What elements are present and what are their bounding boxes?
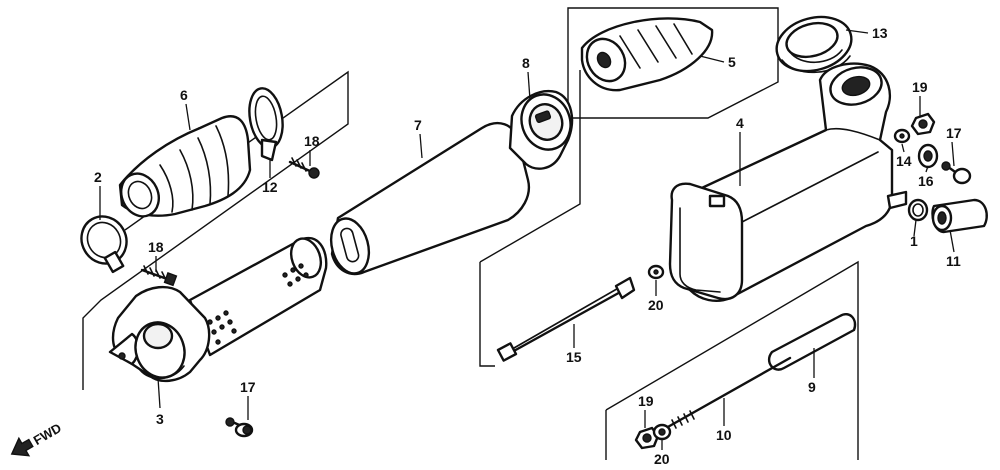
- callout-13: 13: [872, 25, 888, 41]
- callout-20-lower: 20: [654, 451, 670, 467]
- intake-boot-6: [118, 115, 252, 218]
- callout-1: 1: [910, 233, 918, 249]
- callout-3: 3: [156, 411, 164, 427]
- callout-12: 12: [262, 179, 278, 195]
- callout-16: 16: [918, 173, 934, 189]
- seal-ring-13: [775, 15, 853, 74]
- callout-8: 8: [522, 55, 530, 71]
- clamp-12: [248, 87, 284, 162]
- washer-20-lower: [652, 423, 672, 441]
- air-cleaner-case-4: [668, 62, 908, 302]
- nut-19-lower: [634, 426, 660, 450]
- filter-element-7: [329, 121, 531, 276]
- callout-17-left: 17: [240, 379, 256, 395]
- callout-2: 2: [94, 169, 102, 185]
- callout-14: 14: [896, 153, 912, 169]
- bolt-17-right: [941, 161, 972, 185]
- callout-6: 6: [180, 87, 188, 103]
- filter-cap-8: [508, 89, 574, 170]
- nut-19-upper: [910, 112, 936, 136]
- callout-9: 9: [808, 379, 816, 395]
- frame-part-5: [567, 7, 779, 119]
- case-cover-3: [108, 236, 328, 383]
- callout-20-middle: 20: [648, 297, 664, 313]
- intake-grid-5: [580, 17, 714, 92]
- washer-20-middle: [647, 264, 665, 280]
- callout-4: 4: [736, 115, 744, 131]
- clamp-band-2: [80, 215, 128, 274]
- grommet-16: [917, 143, 939, 169]
- callout-7: 7: [414, 117, 422, 133]
- washer-14: [893, 128, 911, 144]
- stud-10: [664, 356, 792, 430]
- callout-18-upper: 18: [304, 133, 320, 149]
- clip-1: [907, 198, 929, 222]
- screw-18-lower: [140, 265, 178, 287]
- frame-lower-right: [605, 260, 859, 460]
- tube-9: [767, 313, 857, 371]
- callout-19-upper: 19: [912, 79, 928, 95]
- perforation-dots: [207, 263, 309, 345]
- frame-filter-element: [479, 70, 581, 263]
- callout-17-right: 17: [946, 125, 962, 141]
- callout-11: 11: [946, 253, 961, 269]
- frame-filter-bolt: [479, 262, 495, 367]
- drain-tube-11: [931, 198, 988, 234]
- leader-lines: [99, 29, 955, 450]
- callout-18-lower: 18: [148, 239, 164, 255]
- long-bolt-15: [496, 276, 636, 362]
- screw-18-upper: [288, 157, 320, 179]
- callout-10: 10: [716, 427, 732, 443]
- bolt-17-left: [225, 417, 254, 438]
- fwd-label: FWD: [31, 420, 64, 448]
- callout-15: 15: [566, 349, 582, 365]
- frame-left-assembly: [82, 70, 349, 390]
- fwd-arrow: FWD: [10, 420, 64, 457]
- callout-19-lower: 19: [638, 393, 654, 409]
- callout-5: 5: [728, 54, 736, 70]
